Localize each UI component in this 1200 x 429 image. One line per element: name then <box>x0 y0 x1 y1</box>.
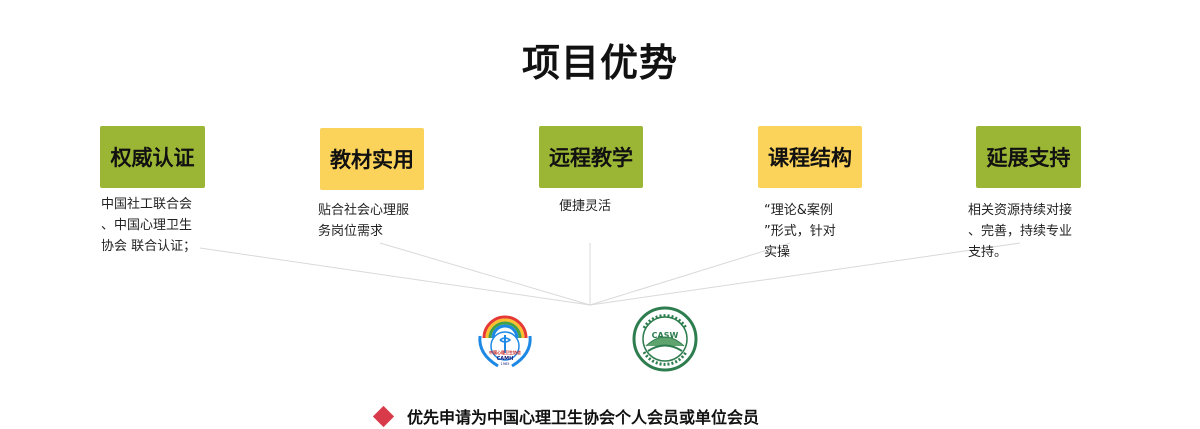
bottom-note-text: 优先申请为中国心理卫生协会个人会员或单位会员 <box>407 408 760 427</box>
feature-box-authority: 权威认证 <box>100 126 205 188</box>
page-title: 项目优势 <box>521 41 678 85</box>
feature-label: 教材实用 <box>330 148 414 172</box>
feature-box-remote: 远程教学 <box>539 126 643 188</box>
casw-logo: CASW <box>632 306 698 372</box>
feature-desc-remote: 便捷灵活 <box>559 199 612 214</box>
feature-label: 远程教学 <box>549 146 633 170</box>
feature-label: 权威认证 <box>110 146 195 170</box>
camh-logo: 中国心理卫生协会 CAMH 1985 <box>478 315 532 368</box>
feature-box-structure: 课程结构 <box>758 126 862 188</box>
feature-box-support: 延展支持 <box>976 126 1081 188</box>
diamond-bullet-icon <box>372 405 395 427</box>
feature-desc-support: 相关资源持续对接 、完善，持续专业 支持。 <box>968 203 1073 260</box>
bottom-note: 优先申请为中国心理卫生协会个人会员或单位会员 <box>372 404 760 428</box>
feature-desc-materials: 贴合社会心理服 务岗位需求 <box>318 203 410 239</box>
feature-box-materials: 教材实用 <box>320 128 424 190</box>
feature-label: 课程结构 <box>768 146 852 170</box>
casw-logo-abbr: CASW <box>652 331 679 340</box>
feature-desc-authority: 中国社工联合会 、中国心理卫生 协会 联合认证； <box>101 197 197 254</box>
feature-desc-structure: “理论&案例 ”形式，针对 实操 <box>764 203 836 260</box>
camh-logo-abbr: CAMH <box>497 356 514 362</box>
camh-logo-year: 1985 <box>501 362 510 366</box>
feature-label: 延展支持 <box>986 146 1071 170</box>
camh-logo-name: 中国心理卫生协会 <box>489 349 521 355</box>
